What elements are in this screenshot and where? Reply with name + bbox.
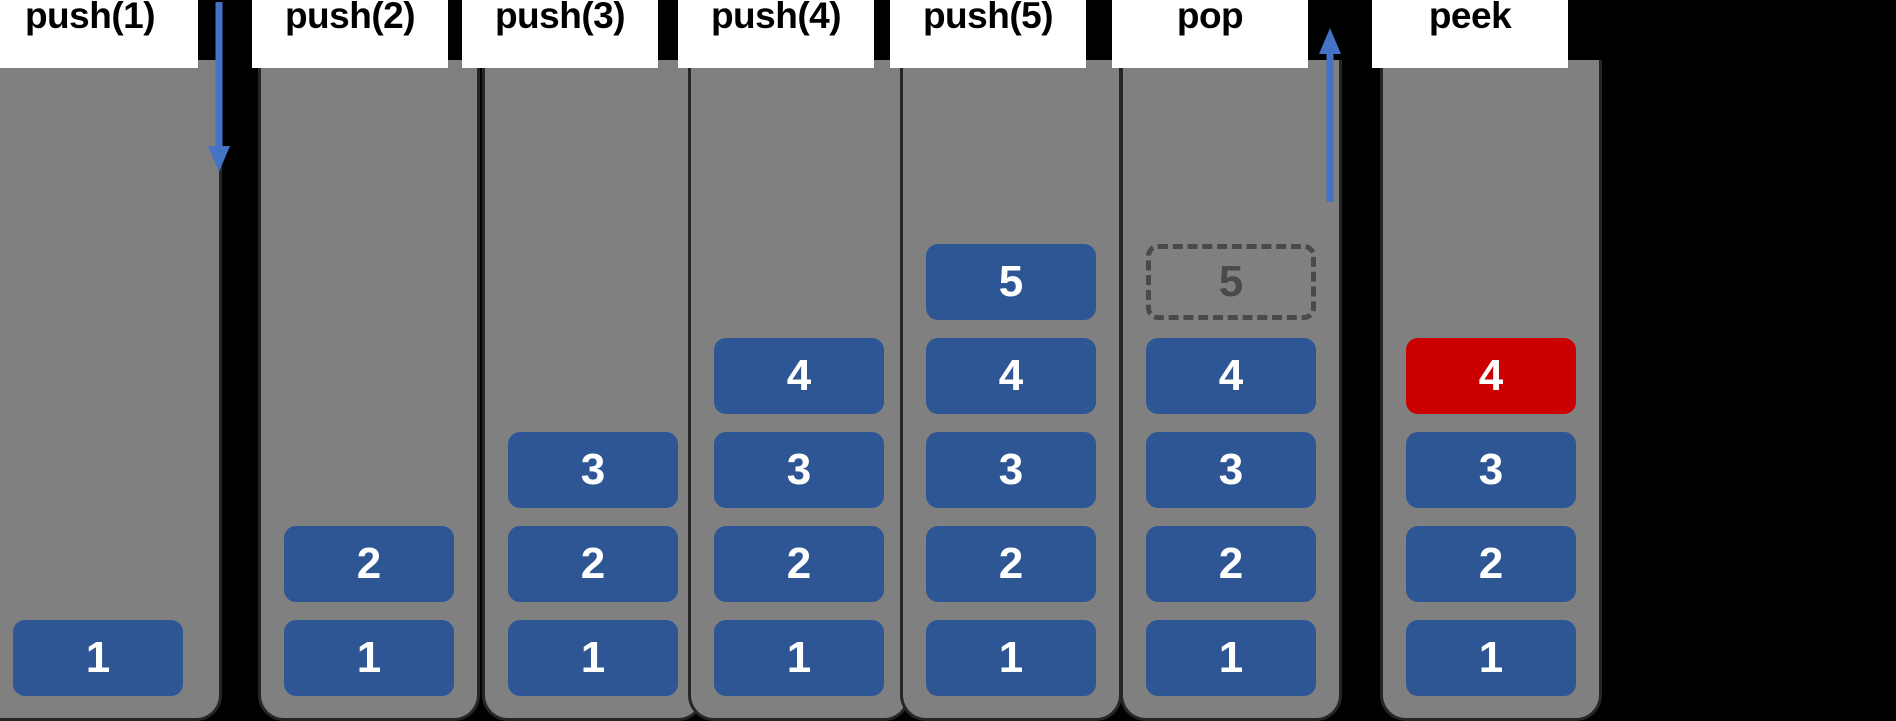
stack-tile[interactable]: 1 — [13, 620, 183, 696]
stack-tile[interactable]: 2 — [508, 526, 678, 602]
column-label-text: push(3) — [494, 0, 626, 36]
stack-column-push-5: 1 2 3 4 5 — [900, 60, 1122, 721]
stack-tile[interactable]: 1 — [714, 620, 884, 696]
stack-tiles-push-1: 1 — [0, 620, 219, 696]
stack-tile[interactable]: 1 — [284, 620, 454, 696]
column-label-peek: peek — [1372, 0, 1568, 68]
column-label-text: push(4) — [710, 0, 842, 36]
stack-tile[interactable]: 3 — [926, 432, 1096, 508]
stack-tile[interactable]: 5 — [926, 244, 1096, 320]
stack-column-pop: 1 2 3 4 5 — [1120, 60, 1342, 721]
stack-tile[interactable]: 2 — [284, 526, 454, 602]
push-direction-arrow — [208, 2, 230, 172]
column-label-text: push(1) — [24, 0, 156, 36]
stack-tile-removed[interactable]: 5 — [1146, 244, 1316, 320]
stack-tile[interactable]: 3 — [1406, 432, 1576, 508]
column-label-push-2: push(2) — [252, 0, 448, 68]
stack-tile[interactable]: 4 — [714, 338, 884, 414]
column-label-push-5: push(5) — [890, 0, 1086, 68]
column-label-push-4: push(4) — [678, 0, 874, 68]
column-label-text: push(2) — [284, 0, 416, 36]
column-label-push-3: push(3) — [462, 0, 658, 68]
column-label-push-1: push(1) — [0, 0, 198, 68]
stack-tile[interactable]: 1 — [926, 620, 1096, 696]
stack-tiles-push-4: 1 2 3 4 — [691, 338, 907, 696]
stack-tile[interactable]: 2 — [1146, 526, 1316, 602]
stack-column-peek: 1 2 3 4 — [1380, 60, 1602, 721]
stack-tile[interactable]: 3 — [508, 432, 678, 508]
pop-direction-arrow — [1319, 28, 1341, 202]
stack-tile[interactable]: 2 — [926, 526, 1096, 602]
stack-tiles-push-5: 1 2 3 4 5 — [903, 244, 1119, 696]
stack-tile[interactable]: 3 — [1146, 432, 1316, 508]
stack-tile[interactable]: 1 — [1146, 620, 1316, 696]
stack-tile[interactable]: 2 — [1406, 526, 1576, 602]
stack-tile[interactable]: 4 — [926, 338, 1096, 414]
stack-column-push-3: 1 2 3 — [482, 60, 704, 721]
stack-tile[interactable]: 4 — [1146, 338, 1316, 414]
stack-tiles-peek: 1 2 3 4 — [1383, 338, 1599, 696]
stack-tile[interactable]: 1 — [1406, 620, 1576, 696]
stack-tile[interactable]: 3 — [714, 432, 884, 508]
stack-tiles-push-3: 1 2 3 — [485, 432, 701, 696]
stack-tile[interactable]: 1 — [508, 620, 678, 696]
stack-column-push-4: 1 2 3 4 — [688, 60, 910, 721]
stack-tiles-pop: 1 2 3 4 5 — [1123, 244, 1339, 696]
column-label-text: peek — [1428, 0, 1512, 36]
stack-tile[interactable]: 2 — [714, 526, 884, 602]
column-label-text: pop — [1176, 0, 1244, 36]
column-label-text: push(5) — [922, 0, 1054, 36]
column-label-pop: pop — [1112, 0, 1308, 68]
stack-column-push-1: 1 — [0, 60, 222, 721]
stack-tile[interactable]: 4 — [1406, 338, 1576, 414]
